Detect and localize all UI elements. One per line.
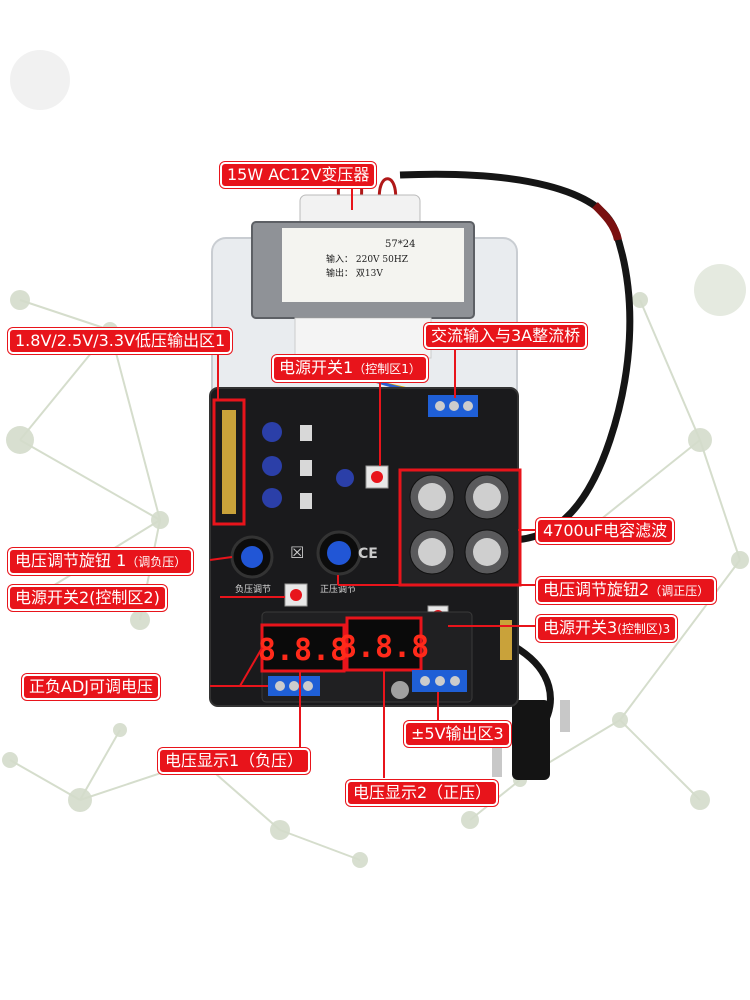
label-capacitor-filter: 4700uF电容滤波 — [536, 518, 675, 544]
label-display-2: 电压显示2（正压） — [346, 780, 499, 806]
label-power-switch-2-text: 电源开关2(控制区2) — [15, 588, 160, 607]
positive-voltage-knob — [316, 530, 362, 576]
label-ac-input-bridge-text: 交流输入与3A整流桥 — [431, 326, 581, 345]
label-power-switch-1: 电源开关1（控制区1） — [272, 355, 428, 382]
label-adj-voltage: 正负ADJ可调电压 — [22, 674, 160, 700]
negative-voltage-knob — [230, 535, 274, 579]
leader-lines — [209, 186, 536, 778]
label-power-switch-2: 电源开关2(控制区2) — [8, 585, 167, 611]
label-knob-2-note: （调正压） — [649, 584, 710, 598]
transformer-plate-output: 输出： 双13V — [326, 267, 383, 279]
label-transformer-text: 15W AC12V变压器 — [227, 165, 370, 184]
transformer-plate — [282, 228, 464, 302]
display-1-digits: 8.8.8 — [258, 633, 348, 668]
voltage-display-2 — [345, 616, 423, 672]
label-power-switch-3-note: (控制区)3 — [617, 622, 671, 636]
regulator-components — [262, 422, 354, 509]
label-display-1-text: 电压显示1（负压） — [165, 751, 304, 770]
label-power-switch-3: 电源开关3(控制区)3 — [536, 615, 678, 642]
label-display-2-text: 电压显示2（正压） — [353, 783, 492, 802]
label-transformer: 15W AC12V变压器 — [220, 162, 377, 188]
recycle-bin-mark: ☒ — [290, 543, 304, 562]
power-plug — [492, 700, 570, 780]
low-voltage-zone-box — [212, 398, 246, 526]
label-low-voltage-zone-text: 1.8V/2.5V/3.3V低压输出区1 — [15, 331, 226, 350]
knob-pos-print: 正压调节 — [320, 584, 356, 595]
label-adj-voltage-text: 正负ADJ可调电压 — [29, 677, 153, 696]
label-power-switch-1-text: 电源开关1 — [279, 358, 354, 377]
label-knob-1: 电压调节旋钮 1（调负压） — [8, 548, 194, 575]
knob-neg-print: 负压调节 — [235, 583, 271, 595]
transformer-plate-input: 输入： 220V 50HZ — [326, 253, 408, 265]
label-5v-output: ±5V输出区3 — [404, 721, 511, 747]
label-knob-2-text: 电压调节旋钮2 — [543, 580, 650, 599]
label-knob-1-text: 电压调节旋钮 1 — [15, 551, 127, 570]
label-low-voltage-zone: 1.8V/2.5V/3.3V低压输出区1 — [8, 328, 233, 354]
filter-capacitors — [409, 474, 510, 575]
transformer-plate-model: 57*24 — [385, 239, 415, 250]
label-knob-2: 电压调节旋钮2（调正压） — [536, 577, 717, 604]
label-power-switch-1-note: （控制区1） — [353, 362, 421, 376]
label-5v-output-text: ±5V输出区3 — [411, 724, 504, 743]
label-capacitor-filter-text: 4700uF电容滤波 — [543, 521, 668, 540]
display-2-digits: 8.8.8 — [339, 630, 429, 665]
power-cord — [399, 170, 634, 732]
label-ac-input-bridge: 交流输入与3A整流桥 — [424, 323, 588, 349]
label-knob-1-note: （调负压） — [126, 555, 187, 569]
ce-mark: CE — [358, 546, 378, 562]
label-display-1: 电压显示1（负压） — [158, 748, 311, 774]
label-power-switch-3-text: 电源开关3 — [543, 618, 618, 637]
